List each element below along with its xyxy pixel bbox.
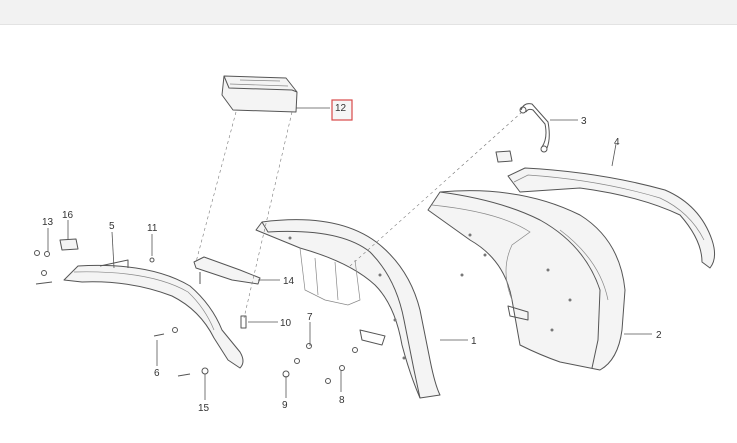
assembly-lines bbox=[195, 111, 523, 319]
part-16-plate[interactable] bbox=[59, 238, 79, 251]
callout-14: 14 bbox=[283, 276, 295, 287]
callout-2: 2 bbox=[656, 330, 662, 341]
callout-8: 8 bbox=[339, 395, 345, 406]
callout-9: 9 bbox=[282, 400, 288, 411]
callout-11: 11 bbox=[147, 223, 158, 234]
part-plate bbox=[495, 150, 513, 163]
callout-10: 10 bbox=[280, 318, 292, 329]
part-14-bracket[interactable] bbox=[193, 256, 261, 285]
callout-16: 16 bbox=[62, 210, 74, 221]
leader-lines bbox=[47, 107, 652, 400]
top-bar bbox=[0, 0, 737, 25]
callout-6: 6 bbox=[154, 368, 160, 379]
part-5-left-trim[interactable] bbox=[63, 259, 244, 369]
callout-5: 5 bbox=[109, 221, 115, 232]
fasteners bbox=[34, 250, 358, 384]
part-4-edge-trim[interactable] bbox=[507, 167, 716, 269]
callout-1: 1 bbox=[471, 336, 477, 347]
part-10-bolt[interactable] bbox=[240, 315, 247, 329]
callout-3: 3 bbox=[581, 116, 587, 127]
callout-4: 4 bbox=[614, 137, 620, 148]
part-1-front-fender[interactable] bbox=[255, 219, 441, 399]
callout-12-highlight bbox=[331, 99, 353, 121]
part-12-pad[interactable] bbox=[221, 75, 298, 113]
part-2-rear-fender[interactable] bbox=[427, 190, 626, 371]
callout-13: 13 bbox=[42, 217, 54, 228]
callout-12: 12 bbox=[335, 103, 347, 114]
callout-7: 7 bbox=[307, 312, 313, 323]
part-3-handle[interactable] bbox=[519, 103, 550, 153]
callout-numbers: 1 2 3 4 5 6 7 8 9 10 11 12 13 14 15 16 bbox=[42, 99, 662, 414]
callout-15: 15 bbox=[198, 403, 210, 414]
